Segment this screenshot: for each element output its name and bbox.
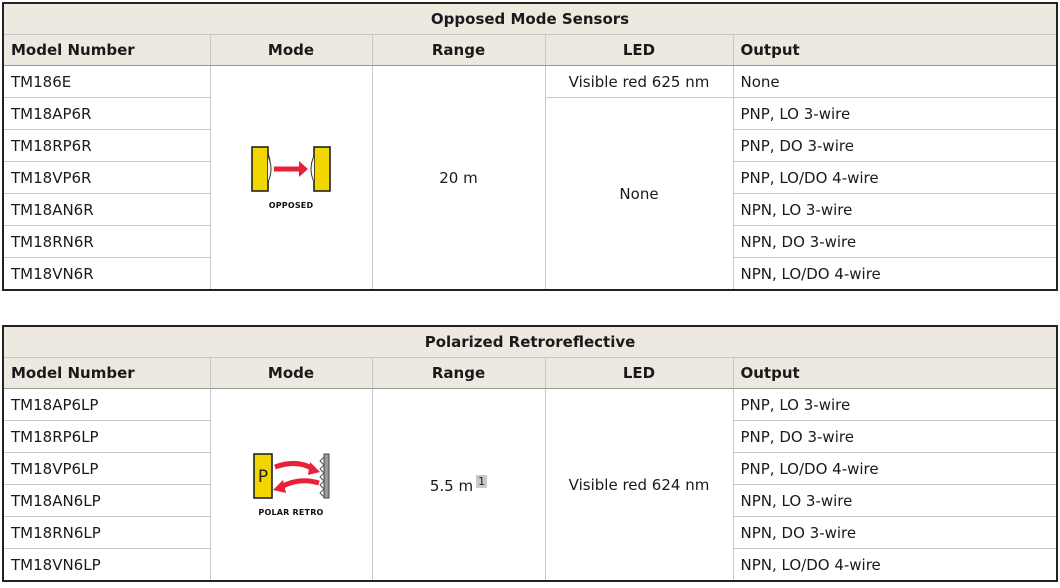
model-number: TM186E [2, 65, 211, 98]
model-number: TM18RP6LP [2, 420, 211, 453]
table-row: TM18RP6R PNP, DO 3-wire [2, 129, 1058, 162]
col-header-led: LED [544, 34, 734, 66]
polar-letter: P [258, 467, 268, 487]
col-header-mode: Mode [209, 357, 373, 389]
model-number: TM18VP6R [2, 161, 211, 194]
output-value: PNP, DO 3-wire [732, 420, 1058, 453]
table-row: TM18AP6LP P POLAR RETRO [2, 388, 1058, 582]
polarized-retro-table: Polarized Retroreflective Model Number M… [2, 325, 1058, 582]
led-value: Visible red 624 nm [544, 388, 734, 582]
output-value: None [732, 65, 1058, 98]
model-number: TM18VP6LP [2, 452, 211, 485]
footnote-marker[interactable]: 1 [476, 474, 488, 488]
opposed-mode-icon: OPPOSED [249, 144, 333, 210]
output-value: PNP, LO/DO 4-wire [732, 452, 1058, 485]
model-number: TM18AN6R [2, 193, 211, 226]
model-number: TM18RN6LP [2, 516, 211, 549]
model-number: TM18RP6R [2, 129, 211, 162]
col-header-output: Output [732, 357, 1058, 389]
mode-icon-label: POLAR RETRO [258, 507, 324, 517]
output-value: PNP, LO/DO 4-wire [732, 161, 1058, 194]
table-row: TM18VN6R NPN, LO/DO 4-wire [2, 257, 1058, 291]
mode-icon-label: OPPOSED [268, 200, 314, 210]
output-value: NPN, DO 3-wire [732, 516, 1058, 549]
col-header-range: Range [371, 357, 546, 389]
model-number: TM18VN6R [2, 257, 211, 291]
output-value: NPN, LO 3-wire [732, 193, 1058, 226]
table-row: TM18RP6LP PNP, DO 3-wire [2, 420, 1058, 453]
table-row: TM186E OPPOSED 20 m Visible red [2, 65, 1058, 291]
table-row: TM18RN6LP NPN, DO 3-wire [2, 516, 1058, 549]
led-value: None [544, 97, 734, 291]
output-value: PNP, LO 3-wire [732, 97, 1058, 130]
col-header-model: Model Number [2, 357, 211, 389]
col-header-mode: Mode [209, 34, 373, 66]
table-row: TM18VN6LP NPN, LO/DO 4-wire [2, 548, 1058, 582]
polar-retro-mode-icon: P POLAR RETRO [249, 451, 333, 517]
mode-cell: P POLAR RETRO [209, 388, 373, 582]
col-header-output: Output [732, 34, 1058, 66]
output-value: PNP, DO 3-wire [732, 129, 1058, 162]
col-header-model: Model Number [2, 34, 211, 66]
output-value: NPN, LO/DO 4-wire [732, 257, 1058, 291]
model-number: TM18AP6LP [2, 388, 211, 421]
range-text: 5.5 m [429, 476, 474, 495]
table-row: TM18AN6R NPN, LO 3-wire [2, 193, 1058, 226]
output-value: NPN, LO 3-wire [732, 484, 1058, 517]
mode-cell: OPPOSED [209, 65, 373, 291]
col-header-led: LED [544, 357, 734, 389]
model-number: TM18VN6LP [2, 548, 211, 582]
range-value: 20 m [371, 65, 546, 291]
table-row: TM18AN6LP NPN, LO 3-wire [2, 484, 1058, 517]
model-number: TM18AP6R [2, 97, 211, 130]
led-value: Visible red 625 nm [544, 65, 734, 98]
table-row: TM18RN6R NPN, DO 3-wire [2, 225, 1058, 258]
table-caption: Opposed Mode Sensors [2, 2, 1058, 35]
output-value: NPN, DO 3-wire [732, 225, 1058, 258]
col-header-range: Range [371, 34, 546, 66]
model-number: TM18RN6R [2, 225, 211, 258]
model-number: TM18AN6LP [2, 484, 211, 517]
output-value: PNP, LO 3-wire [732, 388, 1058, 421]
output-value: NPN, LO/DO 4-wire [732, 548, 1058, 582]
opposed-mode-table: Opposed Mode Sensors Model Number Mode R… [2, 2, 1058, 291]
table-caption: Polarized Retroreflective [2, 325, 1058, 358]
